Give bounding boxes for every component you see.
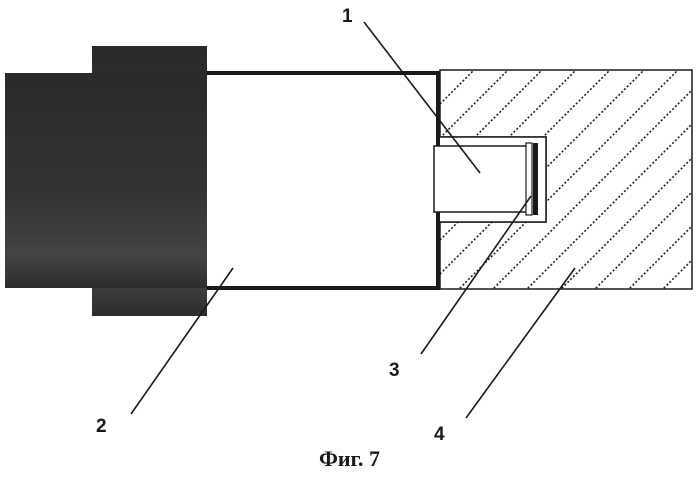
- dark-body: [5, 73, 207, 288]
- layer-3: [526, 143, 538, 215]
- label-1: 1: [342, 6, 353, 27]
- figure-caption: Фиг. 7: [0, 446, 699, 472]
- sleeve-2: [207, 73, 438, 288]
- label-3: 3: [389, 360, 400, 381]
- label-2: 2: [96, 416, 107, 437]
- dark-housing: [5, 46, 207, 316]
- label-4: 4: [434, 424, 445, 445]
- insert-1: [434, 146, 528, 212]
- leader-line-4: [466, 268, 575, 418]
